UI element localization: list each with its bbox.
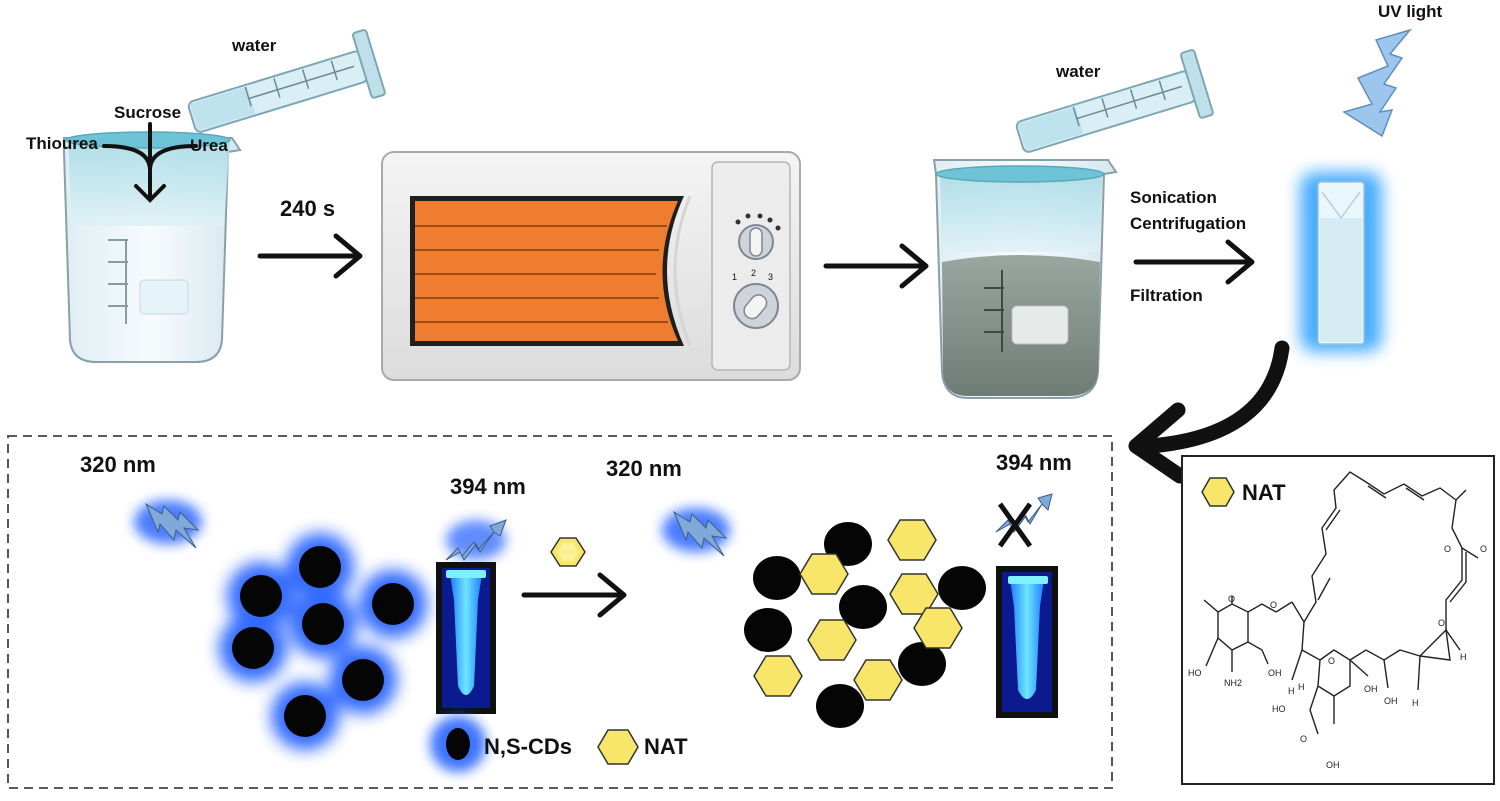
arrow-to-microwave bbox=[257, 233, 363, 279]
svg-text:H: H bbox=[1412, 698, 1419, 708]
excitation-label-right: 320 nm bbox=[606, 456, 682, 481]
svg-text:O: O bbox=[1228, 594, 1235, 604]
svg-text:OH: OH bbox=[1384, 696, 1398, 706]
svg-text:OH: OH bbox=[1364, 684, 1378, 694]
legend-ns-cds-icon bbox=[430, 716, 486, 772]
emission-label-right: 394 nm bbox=[996, 450, 1072, 475]
water-label-2: water bbox=[1056, 62, 1101, 81]
time-label: 240 s bbox=[280, 196, 336, 221]
graduated-cylinder-1 bbox=[187, 29, 386, 133]
curved-return-arrow bbox=[1128, 340, 1290, 484]
reagent-thiourea: Thiourea bbox=[26, 134, 98, 153]
graduated-cylinder-2 bbox=[1015, 49, 1214, 153]
dial-mark-1: 1 bbox=[732, 272, 738, 282]
arrow-add-nat bbox=[521, 572, 627, 618]
process-filtration: Filtration bbox=[1130, 286, 1203, 305]
nat-hexagon-added bbox=[550, 537, 586, 567]
uv-light-bolt-icon bbox=[1342, 28, 1413, 138]
svg-text:H: H bbox=[1288, 686, 1295, 696]
arrow-to-beaker bbox=[823, 243, 929, 289]
structure-atom-labels: HO NH2 OH H OH H OH H O O O O O O HO O O… bbox=[1188, 544, 1487, 770]
beaker-grey-solution bbox=[932, 159, 1118, 399]
uv-light-label: UV light bbox=[1378, 2, 1443, 21]
dial-mark-2: 2 bbox=[751, 268, 757, 278]
svg-text:O: O bbox=[1444, 544, 1451, 554]
structure-title: NAT bbox=[1242, 480, 1286, 505]
beaker-start bbox=[63, 131, 242, 363]
dial-mark-3: 3 bbox=[768, 272, 774, 282]
svg-text:O: O bbox=[1270, 600, 1277, 610]
svg-text:H: H bbox=[1460, 652, 1467, 662]
blocked-emission-icon bbox=[995, 493, 1053, 548]
assay-panel bbox=[7, 435, 1113, 789]
water-label-1: water bbox=[232, 36, 277, 55]
legend-nat-hexagon-icon bbox=[597, 729, 639, 765]
process-sonication: Sonication bbox=[1130, 188, 1217, 207]
svg-text:OH: OH bbox=[1268, 668, 1282, 678]
ns-cds-cluster-glowing bbox=[219, 533, 427, 750]
excitation-label-left: 320 nm bbox=[80, 452, 156, 477]
process-centrifugation: Centrifugation bbox=[1130, 214, 1247, 233]
legend-nat-label: NAT bbox=[644, 734, 688, 759]
svg-text:HO: HO bbox=[1272, 704, 1286, 714]
reagent-urea: Urea bbox=[190, 136, 228, 155]
structure-hexagon-icon bbox=[1201, 477, 1235, 507]
microwave-oven bbox=[381, 151, 801, 381]
excitation-bolt-left-icon bbox=[134, 500, 202, 549]
legend-ns-cds-label: N,S-CDs bbox=[484, 734, 573, 759]
emission-bolt-left-icon bbox=[445, 519, 507, 561]
svg-text:O: O bbox=[1438, 618, 1445, 628]
svg-text:O: O bbox=[1300, 734, 1307, 744]
emission-label-left: 394 nm bbox=[450, 474, 526, 499]
arrow-to-cuvette bbox=[1133, 239, 1255, 285]
fluorescent-tube-left bbox=[436, 562, 496, 714]
structure-box bbox=[1181, 455, 1495, 785]
microwave-window bbox=[415, 201, 678, 341]
reagent-sucrose: Sucrose bbox=[114, 103, 182, 122]
glowing-cuvette bbox=[1300, 172, 1382, 352]
quenched-cluster bbox=[744, 519, 986, 728]
svg-text:O: O bbox=[1328, 656, 1335, 666]
excitation-bolt-right-icon bbox=[662, 508, 730, 557]
svg-text:O: O bbox=[1480, 544, 1487, 554]
svg-text:HO: HO bbox=[1188, 668, 1202, 678]
fluorescent-tube-right bbox=[996, 566, 1058, 718]
svg-text:OH: OH bbox=[1326, 760, 1340, 770]
reagent-merge-arrow bbox=[102, 122, 198, 203]
natamycin-structure bbox=[1203, 471, 1479, 735]
svg-text:NH2: NH2 bbox=[1224, 678, 1242, 688]
power-dial bbox=[733, 283, 779, 329]
svg-text:H: H bbox=[1298, 682, 1305, 692]
timer-dial-top bbox=[735, 213, 781, 260]
